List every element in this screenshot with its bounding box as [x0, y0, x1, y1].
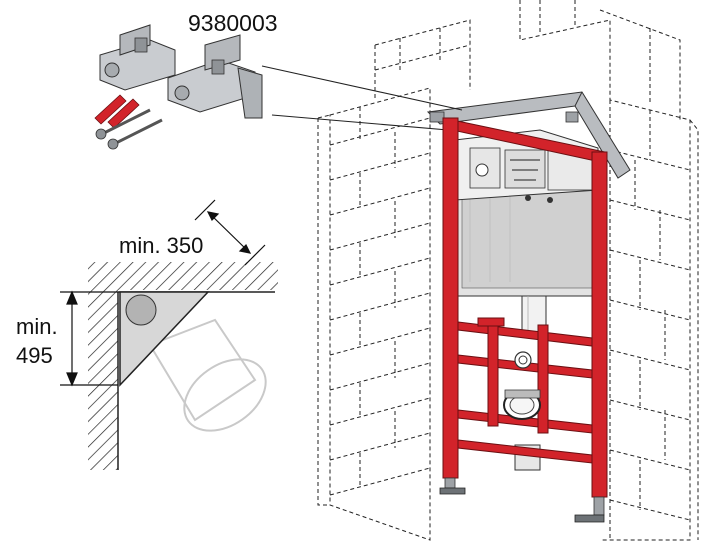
min-height-dimension-label-line1: min.	[16, 314, 58, 339]
plan-view-corner	[88, 262, 278, 470]
wall-plugs-and-screws	[94, 94, 163, 150]
leader-lines	[261, 65, 463, 131]
cistern	[454, 129, 608, 471]
min-width-dimension-label: min. 350	[119, 233, 204, 258]
dimension-lines	[60, 199, 266, 387]
corner-bracket	[426, 91, 631, 179]
mounting-brackets-parts	[99, 24, 263, 119]
min-height-dimension-label-line2: 495	[16, 343, 53, 368]
frame-details	[439, 351, 605, 523]
brick-wall-corner	[317, 0, 699, 541]
part-number-label: 9380003	[188, 10, 278, 36]
installation-frame	[442, 117, 608, 498]
